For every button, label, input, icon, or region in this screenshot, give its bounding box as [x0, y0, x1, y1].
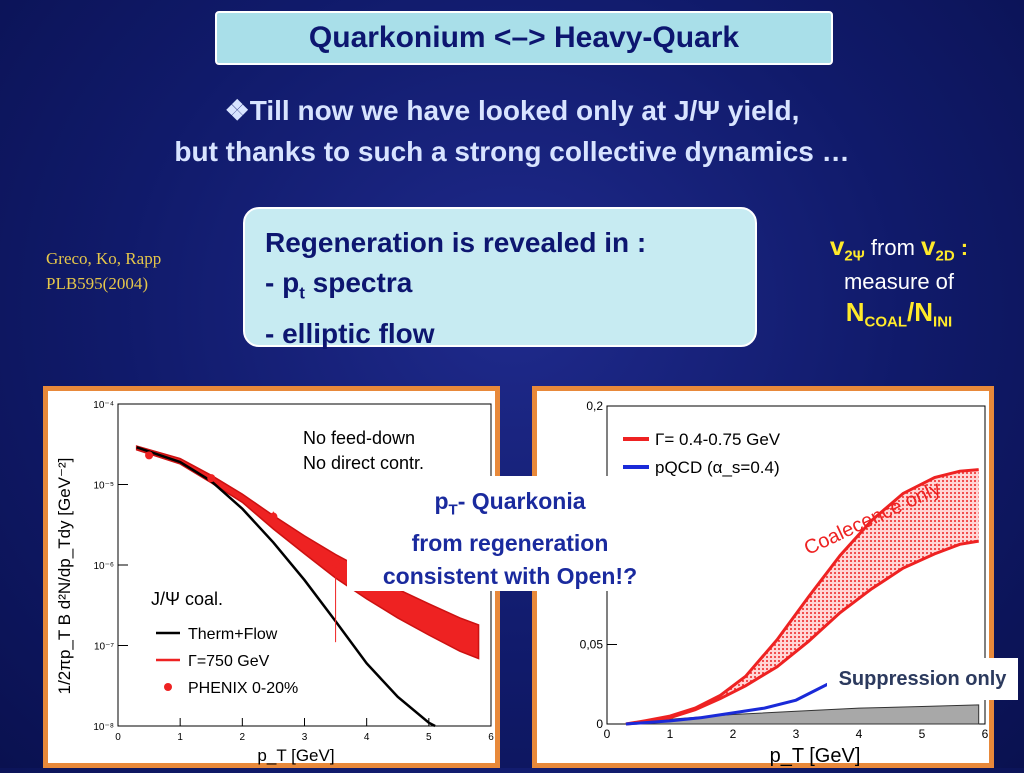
legend-pqcd: pQCD (α_s=0.4) [655, 458, 780, 477]
suppression-label: Suppression only [827, 658, 1018, 700]
phenix-point [331, 559, 340, 568]
v2-legend: Γ= 0.4-0.75 GeV pQCD (α_s=0.4) [623, 430, 781, 477]
coalescence-band [625, 469, 979, 724]
callout-line-1: pT- Quarkonia [434, 488, 586, 519]
phenix-point [207, 474, 216, 483]
pqcd-curve [625, 682, 829, 726]
x-tick-label-left: 0 [115, 732, 121, 743]
y-tick-label-left: 10⁻⁸ [93, 722, 114, 733]
legend-marker-phenix [164, 683, 172, 691]
quarkonia-callout: pT- Quarkonia from regeneration consiste… [347, 476, 673, 591]
bullet-diamond-icon: ❖ [224, 95, 250, 126]
coalescence-lower-curve [625, 539, 979, 726]
x-tick-label-left: 6 [488, 732, 494, 743]
slide-title-box: Quarkonium <–> Heavy-Quark [215, 11, 833, 65]
bullet-line-2: but thanks to such a strong collective d… [174, 136, 850, 167]
v2-line-2: measure of [843, 269, 955, 295]
x-tick-label-right: 3 [793, 727, 800, 741]
annotation-jpsi-coal: J/Ψ coal. [151, 589, 223, 609]
v2-line-1: v2Ψ from v2D : [829, 231, 969, 265]
legend-gamma-range: Γ= 0.4-0.75 GeV [655, 430, 781, 449]
legend-gamma: Γ=750 GeV [188, 653, 270, 670]
x-tick-label-right: 6 [982, 727, 989, 741]
callout-line-3: consistent with Open!? [382, 562, 638, 589]
regeneration-box: Regeneration is revealed in : - pt spect… [243, 207, 757, 349]
regen-line-1: Regeneration is revealed in : [265, 227, 647, 258]
legend-phenix: PHENIX 0-20% [188, 680, 298, 697]
reference-authors: Greco, Ko, Rapp [46, 249, 162, 268]
v2-note: v2Ψ from v2D : measure of Ncoal/Nini [780, 232, 1018, 341]
spectra-legend: Therm+Flow Γ=750 GeV PHENIX 0-20% [156, 626, 298, 697]
y-tick-label-right: 0,05 [580, 638, 604, 652]
legend-therm-flow: Therm+Flow [188, 626, 278, 643]
regen-line-3: - elliptic flow [265, 317, 435, 349]
x-tick-label-left: 2 [240, 732, 246, 743]
x-tick-label-left: 5 [426, 732, 432, 743]
annotation-no-feed-down: No feed-down [303, 428, 415, 448]
y-tick-label-right: 0 [596, 717, 603, 731]
spectra-chart: 0 1 2 3 4 5 6 10⁻⁸ 10⁻⁷ 10⁻⁶ 10⁻⁵ 10⁻⁴ No feed-down… [55, 400, 494, 765]
x-tick-label-right: 2 [730, 727, 737, 741]
x-tick-label-left: 1 [177, 732, 183, 743]
x-tick-label-right: 4 [856, 727, 863, 741]
therm-flow-curve [136, 446, 436, 728]
spectra-plot-area: 0 1 2 3 4 5 6 10⁻⁸ 10⁻⁷ 10⁻⁶ 10⁻⁵ 10⁻⁴ [93, 400, 494, 743]
reference-journal: PLB595(2004) [46, 274, 148, 293]
y-axis-label-left: 1/2πp_T B d²N/dp_Tdy [GeV⁻²] [55, 458, 74, 695]
y-tick-label-left: 10⁻⁴ [93, 400, 114, 411]
x-tick-label-left: 4 [364, 732, 370, 743]
phenix-point [269, 512, 278, 521]
v2-line-3: Ncoal/Nini [845, 297, 953, 331]
x-tick-label-right: 1 [667, 727, 674, 741]
x-tick-label-left: 3 [302, 732, 308, 743]
annotation-no-direct: No direct contr. [303, 453, 424, 473]
phenix-point [145, 451, 154, 460]
x-tick-label-right: 5 [919, 727, 926, 741]
regen-line-2: - pt spectra [265, 267, 413, 303]
x-axis-label-right: p_T [GeV] [770, 745, 861, 767]
x-axis-label-left: p_T [GeV] [257, 746, 334, 765]
callout-line-2: from regeneration [411, 529, 609, 556]
y-tick-label-right: 0,2 [586, 399, 603, 413]
slide-title: Quarkonium <–> Heavy-Quark [308, 21, 740, 54]
y-tick-label-left: 10⁻⁶ [93, 561, 114, 572]
y-tick-label-left: 10⁻⁵ [93, 481, 114, 492]
x-tick-label-right: 0 [604, 727, 611, 741]
bullet-line-1: ❖Till now we have looked only at J/Ψ yie… [224, 95, 800, 126]
y-tick-label-left: 10⁻⁷ [94, 642, 114, 653]
coalescence-upper-curve [625, 468, 979, 726]
